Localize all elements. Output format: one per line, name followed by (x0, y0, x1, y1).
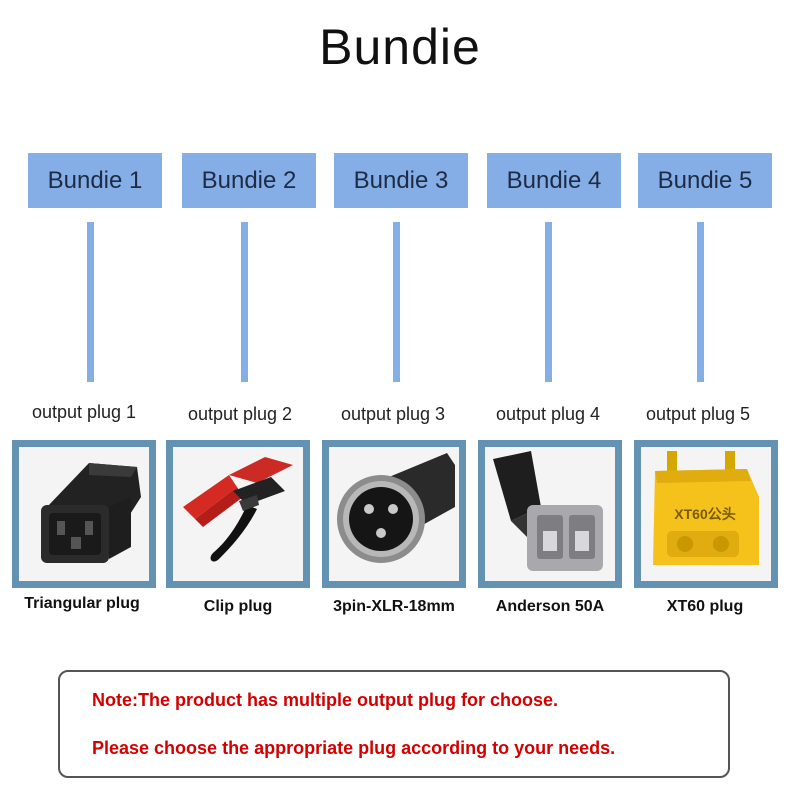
xt60-marking-text: XT60公头 (674, 506, 735, 522)
clip-plug-caption: Clip plug (203, 598, 273, 615)
xt60-plug-photo[interactable]: XT60公头 (634, 440, 778, 588)
bundle-2-label: Bundie 2 (201, 166, 297, 194)
page-title: Bundie (319, 19, 481, 75)
clip-plug-photo[interactable] (166, 440, 310, 588)
bundle-1-connector-line (87, 222, 94, 382)
triangular-plug-photo[interactable] (12, 440, 156, 588)
triangular-plug-icon (41, 463, 141, 563)
bundle-4-connector-line (545, 222, 552, 382)
anderson-plug-photo[interactable] (478, 440, 622, 588)
bundle-4-box[interactable]: Bundie 4 (487, 153, 621, 208)
bundle-2-box[interactable]: Bundie 2 (182, 153, 316, 208)
bundle-3-box[interactable]: Bundie 3 (334, 153, 468, 208)
output-plug-1-label: output plug 1 (31, 402, 137, 422)
output-plug-5-label: output plug 5 (645, 404, 751, 424)
output-plug-4-label: output plug 4 (495, 404, 601, 424)
bundle-3-label: Bundie 3 (353, 166, 449, 194)
anderson-plug-caption: Anderson 50A (495, 598, 605, 615)
bundle-5-connector-line (697, 222, 704, 382)
output-plug-2-label: output plug 2 (187, 404, 293, 424)
note-line-1: Note:The product has multiple output plu… (92, 690, 558, 710)
bundle-4-label: Bundie 4 (506, 166, 602, 194)
clip-plug-icon (183, 457, 293, 562)
bundle-5-box[interactable]: Bundie 5 (638, 153, 772, 208)
xt60-plug-caption: XT60 plug (666, 598, 744, 615)
anderson-plug-icon (493, 451, 603, 571)
note-line-2: Please choose the appropriate plug accor… (92, 738, 616, 758)
xlr-plug-icon (337, 453, 455, 563)
note-box: Note:The product has multiple output plu… (58, 670, 730, 778)
bundle-1-box[interactable]: Bundie 1 (28, 153, 162, 208)
xlr-plug-caption: 3pin-XLR-18mm (333, 598, 455, 615)
bundle-2-connector-line (241, 222, 248, 382)
bundle-3-connector-line (393, 222, 400, 382)
xlr-plug-photo[interactable] (322, 440, 466, 588)
xt60-plug-icon: XT60公头 (653, 451, 759, 565)
triangular-plug-caption: Triangular plug (24, 595, 140, 612)
bundle-5-label: Bundie 5 (657, 166, 753, 194)
bundle-1-label: Bundie 1 (47, 166, 143, 194)
output-plug-3-label: output plug 3 (340, 404, 446, 424)
